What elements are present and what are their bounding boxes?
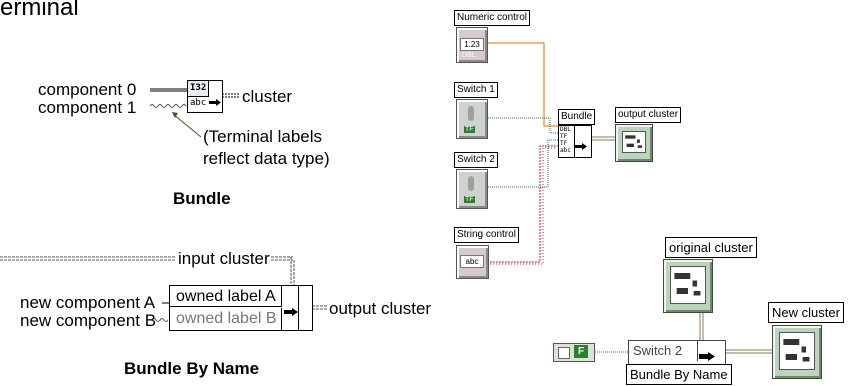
- bundle-by-name-caption: Bundle By Name: [124, 359, 260, 378]
- component-0-label: component 0: [38, 80, 137, 99]
- numeric-type-text: 1.23: [460, 38, 484, 51]
- input-cluster-label: input cluster: [178, 249, 270, 268]
- toggle-icon: [468, 106, 474, 121]
- string-control-label: String control: [454, 227, 519, 243]
- bundle-node-label: Bundle: [558, 109, 596, 125]
- bundle-tag-3: abc: [560, 147, 571, 154]
- bundle-arrow-icon: [575, 137, 587, 155]
- bundle-arrow-icon: [699, 348, 715, 366]
- bundle-by-name-arrow-icon: [284, 303, 298, 316]
- original-cluster-control[interactable]: [663, 259, 713, 313]
- section-heading: erminal: [0, 0, 79, 21]
- switch-2-field[interactable]: Switch 2: [629, 341, 698, 361]
- owned-label-a-field[interactable]: owned label A: [170, 286, 282, 307]
- bundle-tag-2: TF: [560, 140, 568, 147]
- terminal-note: (Terminal labels reflect data type): [203, 127, 330, 168]
- new-component-a-label: new component A: [20, 293, 156, 312]
- cluster-icon: [622, 131, 646, 153]
- bundle-tag-1: TF: [560, 133, 568, 140]
- output-cluster-label: output cluster: [329, 299, 432, 318]
- switch-1-terminal[interactable]: TF: [456, 99, 488, 139]
- switch-2-terminal[interactable]: TF: [456, 169, 488, 209]
- component-1-label: component 1: [38, 98, 137, 117]
- bundle-caption: Bundle: [173, 189, 231, 208]
- i32-tag: I32: [190, 83, 207, 93]
- switch-2-tf: TF: [464, 196, 475, 203]
- switch-2-label: Switch 2: [454, 152, 498, 168]
- bundle-by-name-node-2[interactable]: Switch 2: [628, 340, 726, 366]
- original-cluster-label: original cluster: [665, 237, 757, 258]
- bundle-by-name-node[interactable]: owned label A owned label B: [169, 285, 313, 331]
- numeric-control-terminal[interactable]: 1.23 DBL: [456, 27, 488, 63]
- cluster-icon: [779, 332, 815, 370]
- bundle-node[interactable]: I32 abc: [187, 80, 223, 113]
- string-control-terminal[interactable]: abc: [456, 245, 489, 279]
- toggle-icon: [468, 176, 474, 191]
- cluster-icon: [670, 266, 706, 304]
- bundle-by-name-node-label: Bundle By Name: [626, 364, 732, 385]
- switch-1-label: Switch 1: [454, 82, 498, 98]
- toggle-icon: [558, 347, 570, 359]
- boolean-constant[interactable]: F: [553, 343, 595, 362]
- output-cluster-indicator[interactable]: [615, 124, 653, 162]
- string-type-text: abc: [460, 255, 484, 268]
- new-cluster-label: New cluster: [768, 302, 844, 323]
- diagram1-bundle-node[interactable]: DBL TF TF abc: [558, 125, 592, 158]
- bundle-tag-0: DBL: [560, 126, 571, 133]
- boolean-const-value: F: [574, 345, 588, 358]
- numeric-control-label: Numeric control: [454, 10, 531, 26]
- new-component-b-label: new component B: [20, 311, 157, 330]
- output-cluster-tag: output cluster: [615, 107, 682, 123]
- numeric-repr-text: DBL: [462, 52, 476, 59]
- bundle-arrow-icon: [209, 93, 221, 106]
- switch-1-tf: TF: [464, 126, 475, 133]
- owned-label-b-field[interactable]: owned label B: [170, 308, 282, 330]
- cluster-output-label: cluster: [242, 87, 293, 106]
- abc-tag: abc: [190, 98, 207, 108]
- new-cluster-indicator[interactable]: [772, 325, 822, 379]
